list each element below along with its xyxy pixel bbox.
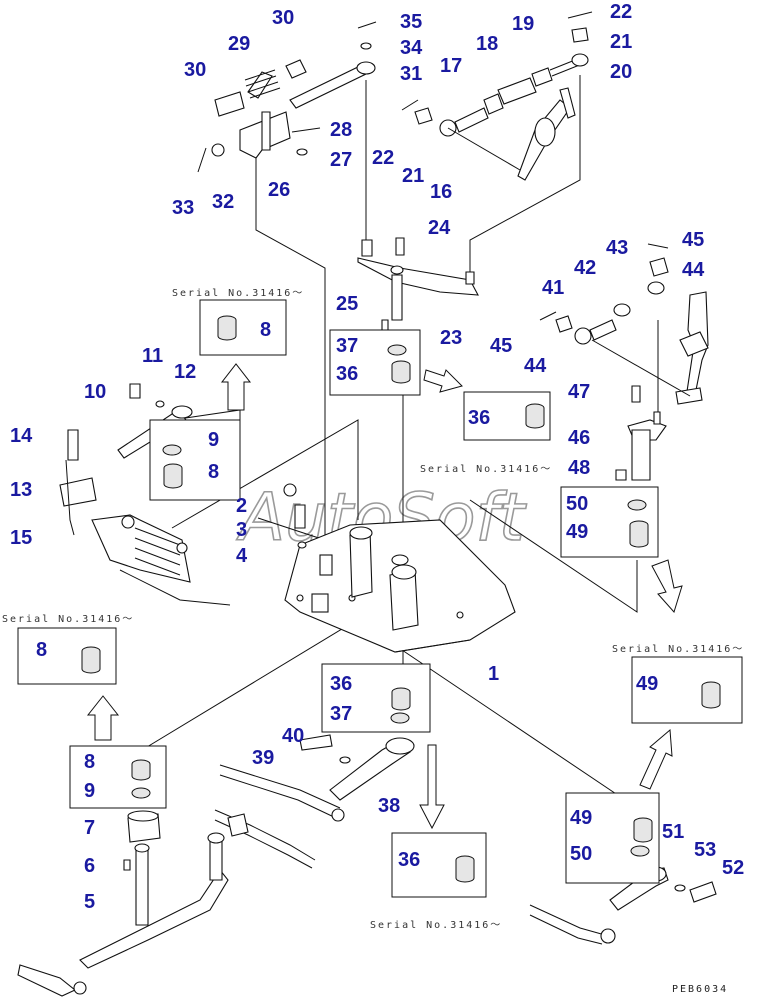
part-number-30-top: 30: [272, 7, 294, 29]
serial-note-bottom: Serial No.31416～: [370, 920, 502, 931]
part-number-34: 34: [400, 37, 423, 59]
part-number-20: 20: [610, 61, 632, 83]
part-number-21-mid: 21: [402, 165, 424, 187]
part-number-24: 24: [428, 217, 451, 239]
part-number-49-serial: 49: [636, 673, 658, 695]
part-number-51: 51: [662, 821, 684, 843]
part-number-33: 33: [172, 197, 194, 219]
bottom-center-lever: [219, 734, 415, 822]
part-number-28: 28: [330, 119, 352, 141]
part-number-25: 25: [336, 293, 358, 315]
part-number-41: 41: [542, 277, 564, 299]
bottom-left-lever: [17, 809, 316, 997]
part-number-50-right: 50: [566, 493, 588, 515]
part-number-42: 42: [574, 257, 596, 279]
arrows: [86, 363, 683, 830]
part-number-22-top: 22: [610, 1, 632, 23]
part-number-39: 39: [252, 747, 274, 769]
part-number-17: 17: [440, 55, 462, 77]
part-number-26: 26: [268, 179, 290, 201]
part-number-18: 18: [476, 33, 498, 55]
inset-boxes: [17, 299, 743, 898]
part-number-44-right: 44: [682, 259, 705, 281]
part-number-29: 29: [228, 33, 250, 55]
part-number-45-right: 45: [682, 229, 704, 251]
center-lever: [357, 237, 479, 331]
part-number-7: 7: [84, 817, 95, 839]
part-number-2: 2: [236, 495, 247, 517]
part-number-36-top: 36: [336, 363, 358, 385]
part-number-44-left: 44: [524, 355, 547, 377]
part-number-19: 19: [512, 13, 534, 35]
part-number-6: 6: [84, 855, 95, 877]
drawing-code: PEB6034: [672, 984, 728, 995]
part-number-3: 3: [236, 519, 247, 541]
part-number-53: 53: [694, 839, 716, 861]
part-number-37-bottom: 37: [330, 703, 352, 725]
part-number-48: 48: [568, 457, 590, 479]
part-number-12: 12: [174, 361, 196, 383]
part-number-30-left: 30: [184, 59, 206, 81]
serial-note-bottom-right: Serial No.31416～: [612, 644, 744, 655]
part-number-22-mid: 22: [372, 147, 394, 169]
base-plate: [284, 519, 516, 653]
part-number-36-bottom: 36: [330, 673, 352, 695]
part-number-35: 35: [400, 11, 422, 33]
part-number-32: 32: [212, 191, 234, 213]
part-number-45-left: 45: [490, 335, 512, 357]
part-number-8-lower: 8: [84, 751, 95, 773]
part-number-37-top: 37: [336, 335, 358, 357]
part-number-49-right: 49: [566, 521, 588, 543]
part-number-labels: 1 2 3 4 5 6 7 8 8 8 8 9 9 10 11 12 13 14…: [10, 1, 744, 913]
part-number-40: 40: [282, 725, 304, 747]
part-number-8-box: 8: [260, 319, 271, 341]
part-number-21-top: 21: [610, 31, 632, 53]
part-number-38: 38: [378, 795, 400, 817]
part-number-27: 27: [330, 149, 352, 171]
serial-note-left: Serial No.31416～: [2, 614, 134, 625]
part-number-49-bottom: 49: [570, 807, 592, 829]
right-linkage: [539, 243, 709, 481]
serial-note-top-left: Serial No.31416～: [172, 288, 304, 299]
part-number-16: 16: [430, 181, 452, 203]
part-number-8-serial: 8: [36, 639, 47, 661]
top-right-linkage: [401, 11, 593, 181]
part-number-52: 52: [722, 857, 744, 879]
part-number-43: 43: [606, 237, 628, 259]
part-number-4: 4: [236, 545, 248, 567]
part-number-31: 31: [400, 63, 422, 85]
part-number-15: 15: [10, 527, 32, 549]
bolt-group-2-4: [283, 483, 307, 549]
part-number-23: 23: [440, 327, 462, 349]
part-number-36-bottom-serial: 36: [398, 849, 420, 871]
serial-note-right: Serial No.31416～: [420, 464, 552, 475]
part-number-46: 46: [568, 427, 590, 449]
part-number-11: 11: [142, 345, 163, 367]
top-left-linkage: [197, 21, 377, 173]
part-number-8-inset: 8: [208, 461, 219, 483]
part-number-10: 10: [84, 381, 106, 403]
part-number-13: 13: [10, 479, 32, 501]
part-number-5: 5: [84, 891, 95, 913]
part-number-9-lower: 9: [84, 780, 95, 802]
part-number-9-inset: 9: [208, 429, 219, 451]
part-number-47: 47: [568, 381, 590, 403]
part-number-14: 14: [10, 425, 33, 447]
part-number-36-serial: 36: [468, 407, 490, 429]
part-number-1: 1: [488, 663, 499, 685]
part-number-50-bottom: 50: [570, 843, 592, 865]
